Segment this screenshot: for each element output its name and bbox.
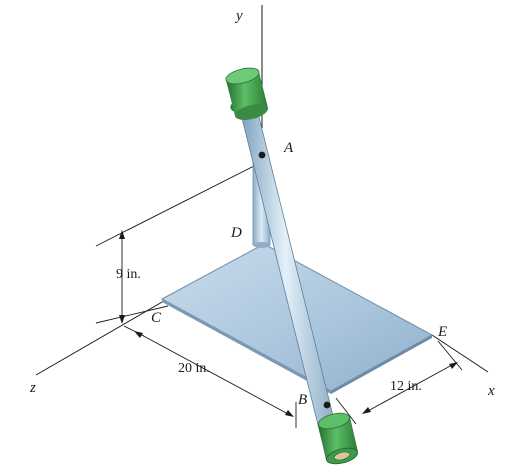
width-arrow-end bbox=[449, 362, 458, 369]
bottom-collar bbox=[317, 412, 359, 465]
point-d-label: D bbox=[230, 225, 242, 241]
point-e-label: E bbox=[437, 324, 447, 340]
width-dimension-label: 12 in. bbox=[390, 379, 422, 394]
width-dimension-line bbox=[365, 364, 453, 413]
plate-side-edge bbox=[331, 335, 432, 394]
point-b-marker bbox=[323, 401, 331, 409]
length-arrow-end bbox=[285, 410, 294, 417]
width-arrow-start bbox=[362, 407, 371, 414]
z-axis bbox=[35, 293, 177, 376]
plate-front-edge bbox=[162, 299, 331, 394]
height-dimension-label: 9 in. bbox=[116, 267, 141, 282]
extension-line-c bbox=[95, 305, 169, 324]
point-a-marker bbox=[258, 151, 266, 159]
x-axis-label: x bbox=[487, 383, 495, 399]
post-base bbox=[253, 242, 270, 248]
extension-line-a bbox=[95, 163, 259, 247]
point-b-label: B bbox=[298, 392, 307, 408]
length-dimension-label: 20 in. bbox=[178, 361, 210, 376]
x-axis bbox=[431, 334, 489, 373]
point-a-label: A bbox=[283, 140, 294, 156]
y-axis-label: y bbox=[234, 8, 243, 24]
height-arrow-bottom bbox=[119, 315, 125, 324]
top-collar bbox=[225, 67, 269, 120]
width-ext-b bbox=[335, 397, 357, 425]
width-ext-e bbox=[437, 340, 463, 371]
length-arrow-start bbox=[134, 331, 143, 338]
point-c-label: C bbox=[151, 310, 162, 326]
length-dimension-line bbox=[137, 332, 291, 416]
height-arrow-top bbox=[119, 230, 125, 239]
z-axis-label: z bbox=[29, 380, 36, 396]
